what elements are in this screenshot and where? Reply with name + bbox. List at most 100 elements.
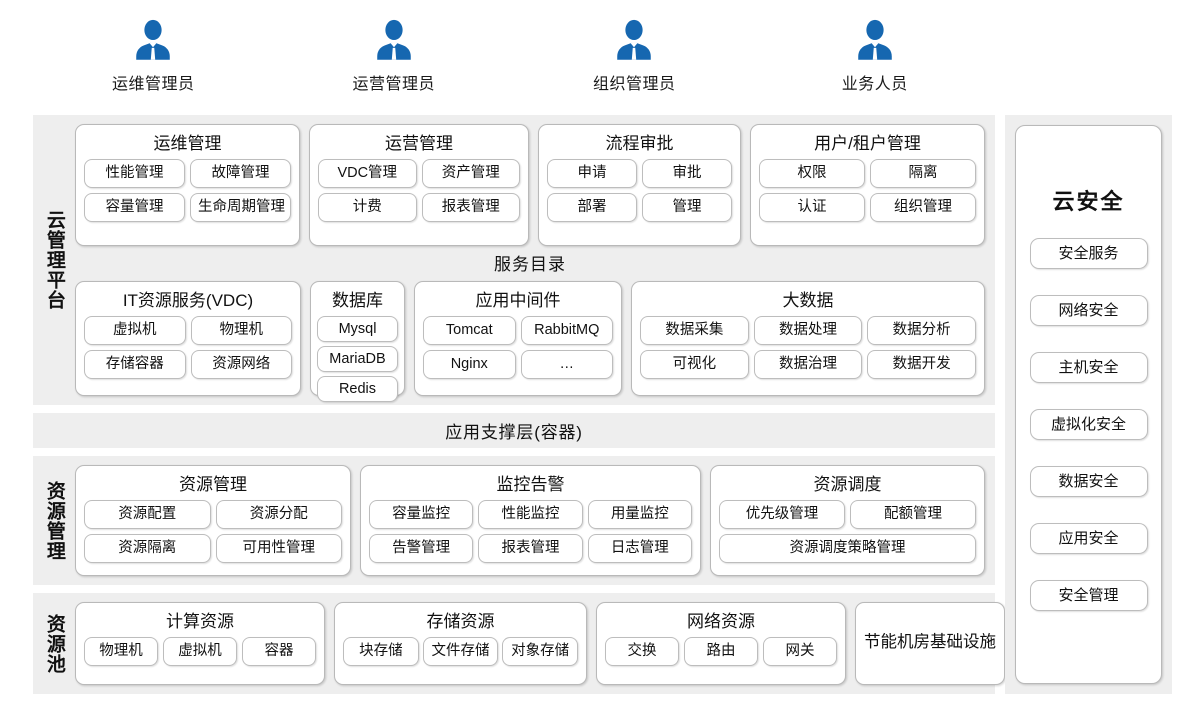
group-card-app-middleware[interactable]: 应用中间件 Tomcat RabbitMQ Nginx … [414, 281, 622, 396]
chip-item[interactable]: VDC管理 [318, 159, 417, 189]
chip-item[interactable]: 虚拟机 [163, 637, 237, 667]
band-label-resource-management: 资源管理 [43, 480, 65, 561]
chip-item[interactable]: 日志管理 [587, 534, 692, 564]
security-item[interactable]: 主机安全 [1029, 352, 1148, 383]
group-card-operations-management[interactable]: 运营管理 VDC管理 资产管理 计费 报表管理 [309, 124, 529, 246]
chip-item[interactable]: 网关 [763, 637, 837, 667]
security-item[interactable]: 安全服务 [1029, 238, 1148, 269]
group-card-green-datacenter-infrastructure[interactable]: 节能机房基础设施 [855, 602, 1005, 685]
chip-item[interactable]: 计费 [318, 193, 417, 223]
chip-item[interactable]: 审批 [642, 159, 732, 189]
chip-item[interactable]: Tomcat [423, 316, 516, 346]
group-card-resource-management[interactable]: 资源管理 资源配置 资源分配 资源隔离 可用性管理 [75, 465, 351, 576]
chip-item[interactable]: 数据开发 [867, 350, 977, 380]
chip-item[interactable]: 数据采集 [640, 316, 749, 346]
chip-item[interactable]: 报表管理 [478, 534, 583, 564]
group-card-big-data[interactable]: 大数据 数据采集 数据处理 数据分析 可视化 数据治理 数据开发 [631, 281, 985, 396]
actor-label: 组织管理员 [592, 76, 676, 93]
security-item[interactable]: 数据安全 [1029, 466, 1148, 497]
chip-item[interactable]: 权限 [759, 159, 865, 189]
chip-item[interactable]: 组织管理 [870, 193, 976, 223]
group-card-user-tenant-management[interactable]: 用户/租户管理 权限 隔离 认证 组织管理 [750, 124, 985, 246]
chip-item[interactable]: 交换 [605, 637, 679, 667]
chip-item[interactable]: 部署 [547, 193, 637, 223]
band-app-support-layer: 应用支撑层(容器) [33, 413, 995, 448]
chip-item[interactable]: 告警管理 [369, 534, 474, 564]
chip-item[interactable]: … [520, 350, 613, 380]
chip-item[interactable]: 资源分配 [215, 500, 342, 530]
person-icon [136, 19, 171, 60]
group-card-ops-management[interactable]: 运维管理 性能管理 故障管理 容量管理 生命周期管理 [75, 124, 300, 246]
chip-item[interactable]: 配额管理 [850, 500, 976, 530]
chip-item[interactable]: 资源配置 [84, 500, 211, 530]
chip-item[interactable]: 资源调度策略管理 [719, 534, 976, 564]
card-title: 存储资源 [426, 612, 495, 631]
chip-item[interactable]: 可用性管理 [215, 534, 342, 564]
chip-item[interactable]: Mysql [317, 316, 398, 343]
chip-item[interactable]: Redis [317, 376, 398, 403]
group-card-storage-resource[interactable]: 存储资源 块存储 文件存储 对象存储 [334, 602, 587, 685]
chip-item[interactable]: MariaDB [317, 346, 398, 373]
chip-item[interactable]: 物理机 [190, 316, 292, 346]
chip-item[interactable]: 性能监控 [478, 500, 583, 530]
chip-item[interactable]: 报表管理 [421, 193, 520, 223]
chip-item[interactable]: 资源隔离 [84, 534, 211, 564]
chip-item[interactable]: 资产管理 [421, 159, 520, 189]
band-body-resource-pool: 计算资源 物理机 虚拟机 容器 存储资源 块存储 文件存储 对象存储 [75, 593, 1015, 694]
actor-ops-admin: 运维管理员 [33, 18, 274, 100]
security-item[interactable]: 虚拟化安全 [1029, 409, 1148, 440]
group-card-it-resource-service[interactable]: IT资源服务(VDC) 虚拟机 物理机 存储容器 资源网络 [75, 281, 301, 396]
chip-item[interactable]: 对象存储 [502, 637, 579, 667]
chip-item[interactable]: 数据处理 [753, 316, 863, 346]
chip-item[interactable]: 申请 [547, 159, 637, 189]
chip-item[interactable]: 存储容器 [84, 350, 186, 380]
card-title: 数据库 [332, 291, 383, 310]
chip-item[interactable]: 认证 [759, 193, 865, 223]
card-title: 用户/租户管理 [814, 134, 921, 153]
chip-item[interactable]: 可视化 [640, 350, 749, 380]
group-card-process-approval[interactable]: 流程审批 申请 审批 部署 管理 [538, 124, 741, 246]
group-card-database[interactable]: 数据库 Mysql MariaDB Redis [310, 281, 405, 403]
security-item[interactable]: 应用安全 [1029, 523, 1148, 554]
actor-org-admin: 组织管理员 [514, 18, 755, 100]
group-card-compute-resource[interactable]: 计算资源 物理机 虚拟机 容器 [75, 602, 325, 685]
card-title: 资源调度 [813, 475, 882, 494]
security-item[interactable]: 网络安全 [1029, 295, 1148, 326]
chip-item[interactable]: Nginx [423, 350, 516, 380]
chip-item[interactable]: 容量监控 [369, 500, 474, 530]
card-title: 运营管理 [385, 134, 453, 153]
chip-item[interactable]: 性能管理 [84, 159, 185, 189]
chip-item[interactable]: 隔离 [870, 159, 976, 189]
chip-item[interactable]: 数据治理 [753, 350, 863, 380]
chip-item[interactable]: 路由 [684, 637, 758, 667]
chip-item[interactable]: 物理机 [84, 637, 158, 667]
band-body-resource-management: 资源管理 资源配置 资源分配 资源隔离 可用性管理 监控告警 容量监控 性能监控… [75, 456, 995, 585]
chip-item[interactable]: 容量管理 [84, 193, 185, 223]
chip-item[interactable]: 故障管理 [190, 159, 291, 189]
chip-item[interactable]: 优先级管理 [719, 500, 845, 530]
chip-item[interactable]: 数据分析 [867, 316, 977, 346]
chip-item[interactable]: 管理 [642, 193, 732, 223]
group-card-monitoring-alarm[interactable]: 监控告警 容量监控 性能监控 用量监控 告警管理 报表管理 日志管理 [360, 465, 701, 576]
resource-management-row: 资源管理 资源配置 资源分配 资源隔离 可用性管理 监控告警 容量监控 性能监控… [75, 465, 985, 576]
chip-list: 物理机 虚拟机 容器 [84, 637, 316, 667]
chip-item[interactable]: 生命周期管理 [190, 193, 291, 223]
chip-item[interactable]: RabbitMQ [520, 316, 613, 346]
chip-list: Mysql MariaDB Redis [317, 316, 398, 403]
group-card-resource-scheduling[interactable]: 资源调度 优先级管理 配额管理 资源调度策略管理 [710, 465, 985, 576]
chip-item[interactable]: 虚拟机 [84, 316, 186, 346]
chip-item[interactable]: 资源网络 [190, 350, 292, 380]
chip-list: 块存储 文件存储 对象存储 [343, 637, 579, 667]
chip-list: 虚拟机 物理机 存储容器 资源网络 [84, 316, 292, 380]
cloud-security-card[interactable]: 云安全 安全服务 网络安全 主机安全 虚拟化安全 数据安全 应用安全 安全管理 [1015, 125, 1162, 684]
chip-item[interactable]: 块存储 [343, 637, 419, 667]
service-catalog-title: 服务目录 [494, 255, 566, 274]
group-card-network-resource[interactable]: 网络资源 交换 路由 网关 [596, 602, 846, 685]
chip-item[interactable]: 文件存储 [422, 637, 499, 667]
security-item[interactable]: 安全管理 [1029, 580, 1148, 611]
actor-label: 业务人员 [841, 76, 908, 93]
card-title: 运维管理 [153, 134, 222, 153]
chip-item[interactable]: 容器 [242, 637, 316, 667]
chip-item[interactable]: 用量监控 [587, 500, 692, 530]
chip-list: 权限 隔离 认证 组织管理 [759, 159, 976, 223]
